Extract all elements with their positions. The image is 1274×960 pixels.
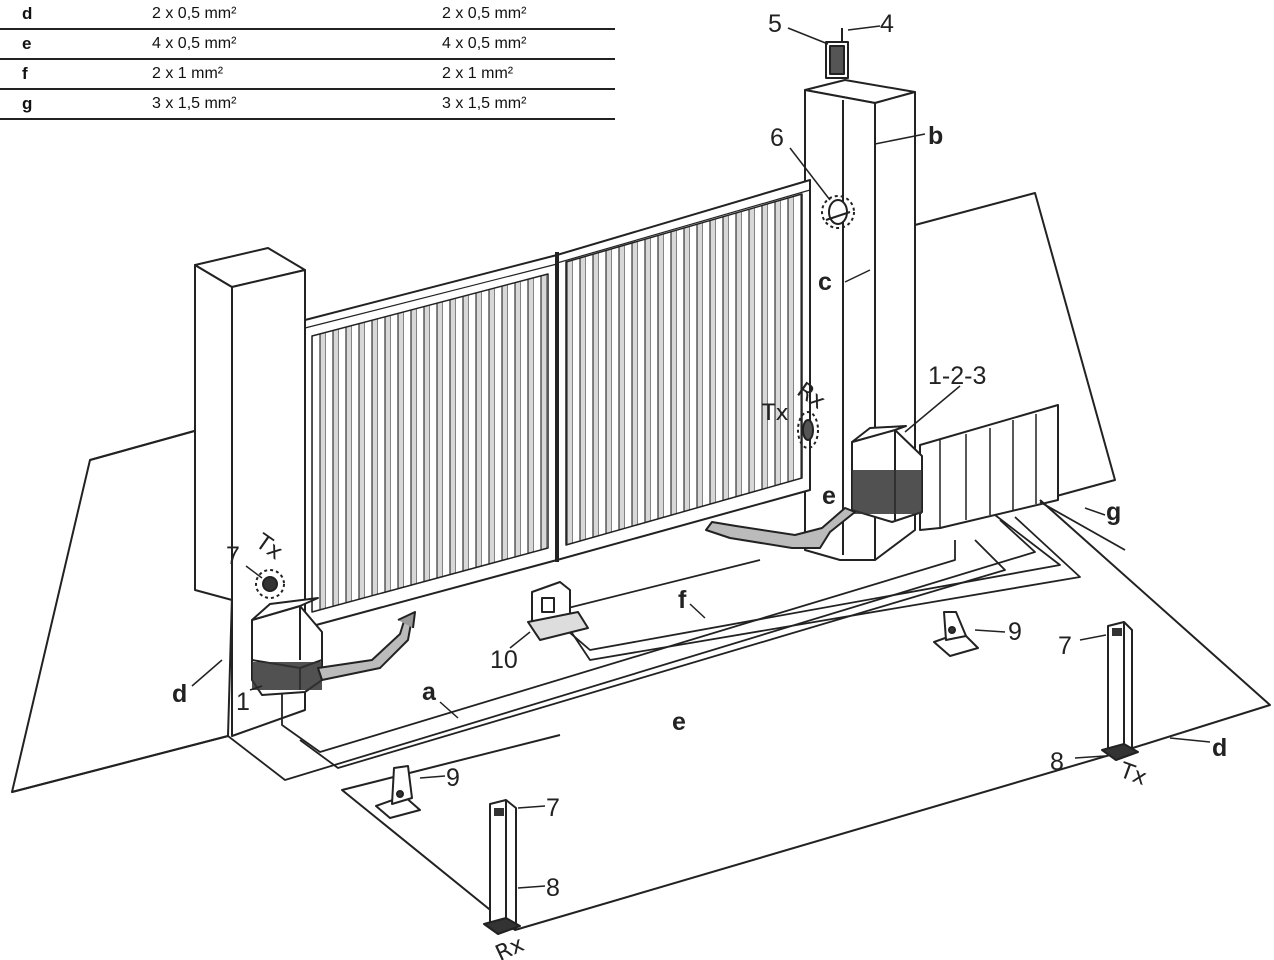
- cable-code: e: [0, 29, 122, 60]
- label-9-left: 9: [446, 764, 460, 792]
- cable-spec: 2 x 0,5 mm²: [402, 0, 615, 30]
- table-row: f 2 x 1 mm² 2 x 1 mm²: [0, 59, 615, 90]
- label-8-right-post: 8: [1050, 748, 1064, 776]
- cable-spec: 4 x 0,5 mm²: [122, 29, 402, 60]
- cable-code: f: [0, 59, 122, 90]
- cable-spec: 3 x 1,5 mm²: [122, 89, 402, 120]
- cable-code: g: [0, 89, 122, 120]
- label-9-right: 9: [1008, 618, 1022, 646]
- label-d-right: d: [1212, 734, 1227, 762]
- cable-spec: 2 x 0,5 mm²: [122, 0, 402, 30]
- label-5: 5: [768, 10, 782, 38]
- left-motor: [251, 597, 416, 696]
- left-gate-leaf: [304, 254, 558, 629]
- label-f: f: [678, 586, 687, 614]
- label-1-2-3: 1-2-3: [928, 362, 986, 390]
- photocell-right: [797, 411, 819, 449]
- label-7-right-post: 7: [1058, 632, 1072, 660]
- label-7-left-post: 7: [546, 794, 560, 822]
- photocell-post-left: [483, 799, 521, 935]
- label-4: 4: [880, 10, 894, 38]
- cable-code: d: [0, 0, 122, 30]
- flashing-light: [825, 28, 849, 79]
- table-row: e 4 x 0,5 mm² 4 x 0,5 mm²: [0, 29, 615, 60]
- key-selector: [821, 195, 855, 229]
- cable-spec: 2 x 1 mm²: [402, 59, 615, 90]
- label-a: a: [422, 678, 437, 706]
- cable-spec: 3 x 1,5 mm²: [402, 89, 615, 120]
- label-b: b: [928, 122, 943, 150]
- label-e-bottom: e: [672, 708, 686, 736]
- ground-outline: [341, 499, 1271, 931]
- label-rx-post: Rx: [492, 932, 528, 960]
- leader-lines: [191, 25, 1211, 889]
- table-row: d 2 x 0,5 mm² 2 x 0,5 mm²: [0, 0, 615, 30]
- photocell-post-right: [1101, 621, 1139, 761]
- label-8-left-post: 8: [546, 874, 560, 902]
- table-row: g 3 x 1,5 mm² 3 x 1,5 mm²: [0, 89, 615, 120]
- right-gate-leaf: [556, 179, 811, 561]
- label-tx-post: Tx: [1116, 758, 1150, 791]
- cable-table: d 2 x 0,5 mm² 2 x 0,5 mm² e 4 x 0,5 mm² …: [0, 0, 615, 120]
- control-box: [527, 581, 589, 641]
- label-d-left: d: [172, 680, 187, 708]
- photocell-left: [255, 569, 285, 599]
- gate-stop-right: [933, 611, 979, 657]
- label-6: 6: [770, 124, 784, 152]
- cable-spec: 2 x 1 mm²: [122, 59, 402, 90]
- label-e-right: e: [822, 482, 836, 510]
- label-tx-right-pillar: Tx: [761, 401, 788, 426]
- gate-stop-left: [375, 765, 421, 819]
- label-10: 10: [490, 646, 518, 674]
- fence-slats: [919, 404, 1059, 531]
- right-motor: [705, 425, 923, 549]
- label-g: g: [1106, 498, 1121, 526]
- label-7-left-pillar: 7: [226, 542, 240, 570]
- cable-spec: 4 x 0,5 mm²: [402, 29, 615, 60]
- label-1: 1: [236, 688, 250, 716]
- label-c: c: [818, 268, 832, 296]
